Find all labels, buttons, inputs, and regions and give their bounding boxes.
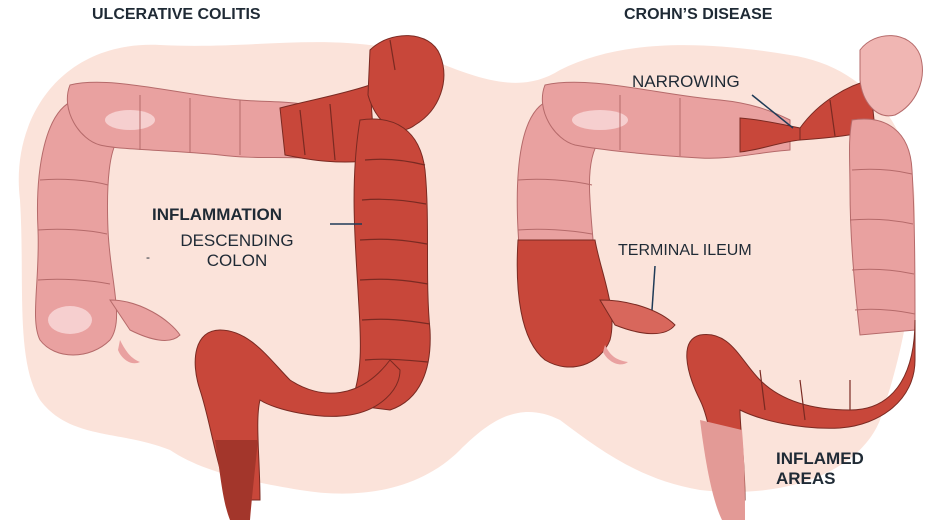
inflamed-label-line1: INFLAMED (776, 449, 864, 469)
crohns-disease-title: CROHN’S DISEASE (624, 6, 772, 24)
terminal-ileum-label: TERMINAL ILEUM (618, 242, 752, 260)
right-splenic-flexure (860, 36, 922, 116)
left-highlight-1 (105, 110, 155, 130)
stray-dash-mark: - (146, 251, 150, 265)
inflamed-areas-label: INFLAMED AREAS (776, 449, 864, 488)
inflammation-label: INFLAMMATION (152, 205, 282, 225)
inflamed-label-line2: AREAS (776, 469, 864, 489)
left-highlight-2 (48, 306, 92, 334)
right-descending-colon (850, 119, 916, 335)
narrowing-label: NARROWING (632, 72, 740, 92)
descending-colon-label: DESCENDING COLON (172, 231, 302, 270)
left-rectum (215, 440, 258, 520)
descending-label-line2: COLON (172, 251, 302, 271)
descending-label-line1: DESCENDING (172, 231, 302, 251)
ulcerative-colitis-title: ULCERATIVE COLITIS (92, 6, 261, 24)
